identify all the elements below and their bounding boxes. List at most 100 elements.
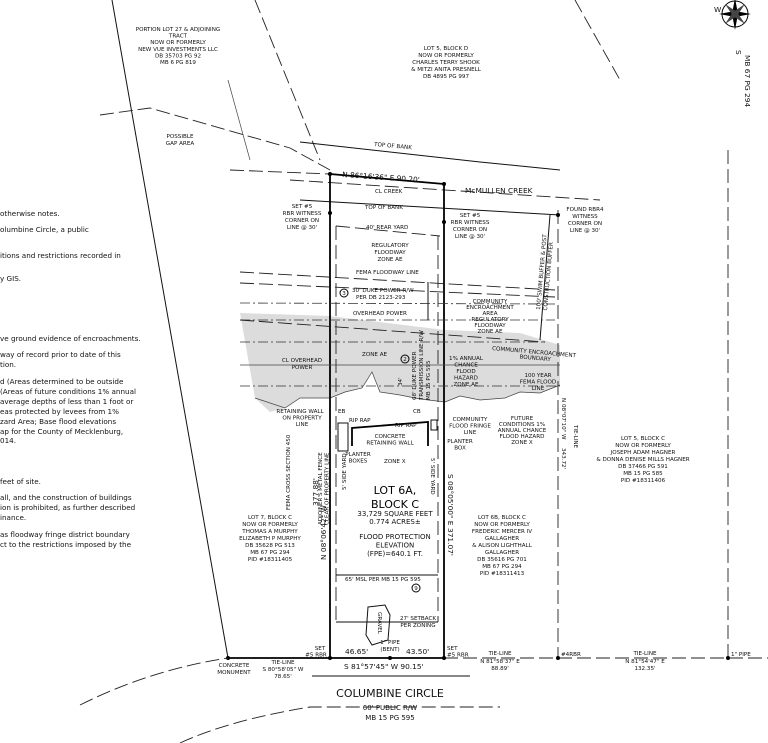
set-rbr-left-label: SET#5 RBR (305, 646, 327, 659)
note-line: feet of site. (0, 477, 41, 486)
note-line: way of record prior to date of this (0, 350, 121, 359)
duke-rw-line (239, 282, 556, 298)
street-reference: MB 15 PG 595 (365, 714, 414, 722)
rip-rap-left: RIP RAP (349, 418, 371, 424)
creek-centerline (289, 179, 601, 201)
diag-right-top (574, 0, 621, 81)
zone-ae-label: ZONE AE (362, 352, 388, 358)
community-encroachment-line (239, 319, 546, 343)
duke-transmission-label: 68' DUKE POWERTRANSMISSION LINE R/WMB 15… (412, 330, 432, 401)
general-notes: otherwise notes. olumbine Circle, a publ… (0, 209, 141, 549)
adjoiner-line-left (111, 0, 229, 659)
corner-marker (442, 656, 446, 660)
overhead-power-label: OVERHEAD POWER (353, 311, 407, 317)
top-of-bank-line (299, 141, 481, 163)
rear-yard-setback (335, 225, 441, 237)
note-line: average depths of less than 1 foot or (0, 397, 133, 406)
note-line: itions and restrictions recorded in (0, 251, 121, 260)
tie-vertical-bearing: N 08°07'10" W (560, 398, 566, 440)
side-yard-right-label: 5' SIDE YARD (429, 458, 435, 495)
note-line: tion. (0, 360, 16, 369)
pipe-marker (388, 656, 392, 660)
witness-marker-right (556, 213, 560, 217)
gravel-drive (365, 604, 391, 646)
note-line: ve ground evidence of encroachments. (0, 334, 141, 343)
corner-marker (328, 172, 332, 176)
witness-marker-left (328, 211, 332, 215)
adjoiner-line-top (254, 0, 321, 161)
tie-vertical-label: TIE-LINE (572, 424, 578, 449)
bearing-left: N 08°06'42" W (319, 504, 328, 560)
planter-box-left (337, 422, 349, 452)
fema-floodway-label: FEMA FLOODWAY LINE (356, 270, 419, 276)
note-line: zard Area; Base flood elevations (0, 417, 116, 426)
top-line-ext (229, 169, 331, 175)
corner-marker (328, 656, 332, 660)
fema-floodway-line (239, 271, 556, 291)
top-of-bank-label: TOP OF BANK (373, 142, 413, 151)
note-3-marker (339, 288, 349, 298)
eb-label: EB (338, 409, 346, 415)
tie-vertical-distance: 343.72' (560, 448, 566, 469)
fema-cross-section-label: FEMA CROSS SECTION 450 (286, 434, 292, 510)
top-of-bank-line-upper (99, 107, 331, 171)
north-arrow-icon (719, 0, 751, 30)
note-line: otherwise notes. (0, 209, 60, 218)
concrete-retaining-wall (351, 421, 429, 446)
rbr4-label: #4RBR (561, 652, 581, 658)
distance-right: 371.07' (446, 528, 455, 556)
segment-left: 46.65' (345, 647, 368, 656)
overhead-power-line-1 (239, 302, 556, 305)
note-line: eas protected by levees from 1% (0, 407, 119, 416)
note-line: all, and the construction of buildings (0, 493, 132, 502)
witness-marker-mid (442, 220, 446, 224)
top-of-bank-lower (299, 199, 561, 216)
creek-name: McMULLEN CREEK (465, 186, 533, 195)
lot-title: LOT 6A,BLOCK C (371, 484, 419, 511)
note-2-number: 2 (403, 357, 407, 363)
note-line: (Areas of future conditions 1% annual (0, 387, 136, 396)
street-name: COLUMBINE CIRCLE (336, 687, 444, 700)
rip-rap-right: RIP RAP (395, 423, 417, 429)
adjoiner-line-gap (227, 79, 251, 161)
msl-label: 65' MSL PER MB 15 PG 595 (345, 577, 421, 583)
note-line: inance. (0, 513, 26, 522)
note-9-marker (411, 583, 421, 593)
note-line: y GIS. (0, 274, 21, 283)
bearing-bottom: S 81°57'45" W 90.15' (344, 662, 424, 671)
note-line: ap for the County of Mecklenburg, (0, 427, 123, 436)
note-line: ion is prohibited, as further described (0, 503, 135, 512)
note-2-marker (400, 354, 410, 364)
metal-fence-label: ADJOINER'S METAL FENCECLEAR OF PROPERTY … (318, 452, 331, 525)
pipe-bent-label: 1" PIPE(BENT) (380, 640, 400, 653)
note-line: ct to the restrictions imposed by the (0, 540, 132, 549)
note-line: olumbine Circle, a public (0, 225, 89, 234)
swim-buffer-line (539, 214, 551, 341)
bearing-top: N 86°16'36" E 90.20' (342, 170, 420, 184)
corner-marker (442, 182, 446, 186)
zone-x-label: ZONE X (384, 459, 406, 465)
